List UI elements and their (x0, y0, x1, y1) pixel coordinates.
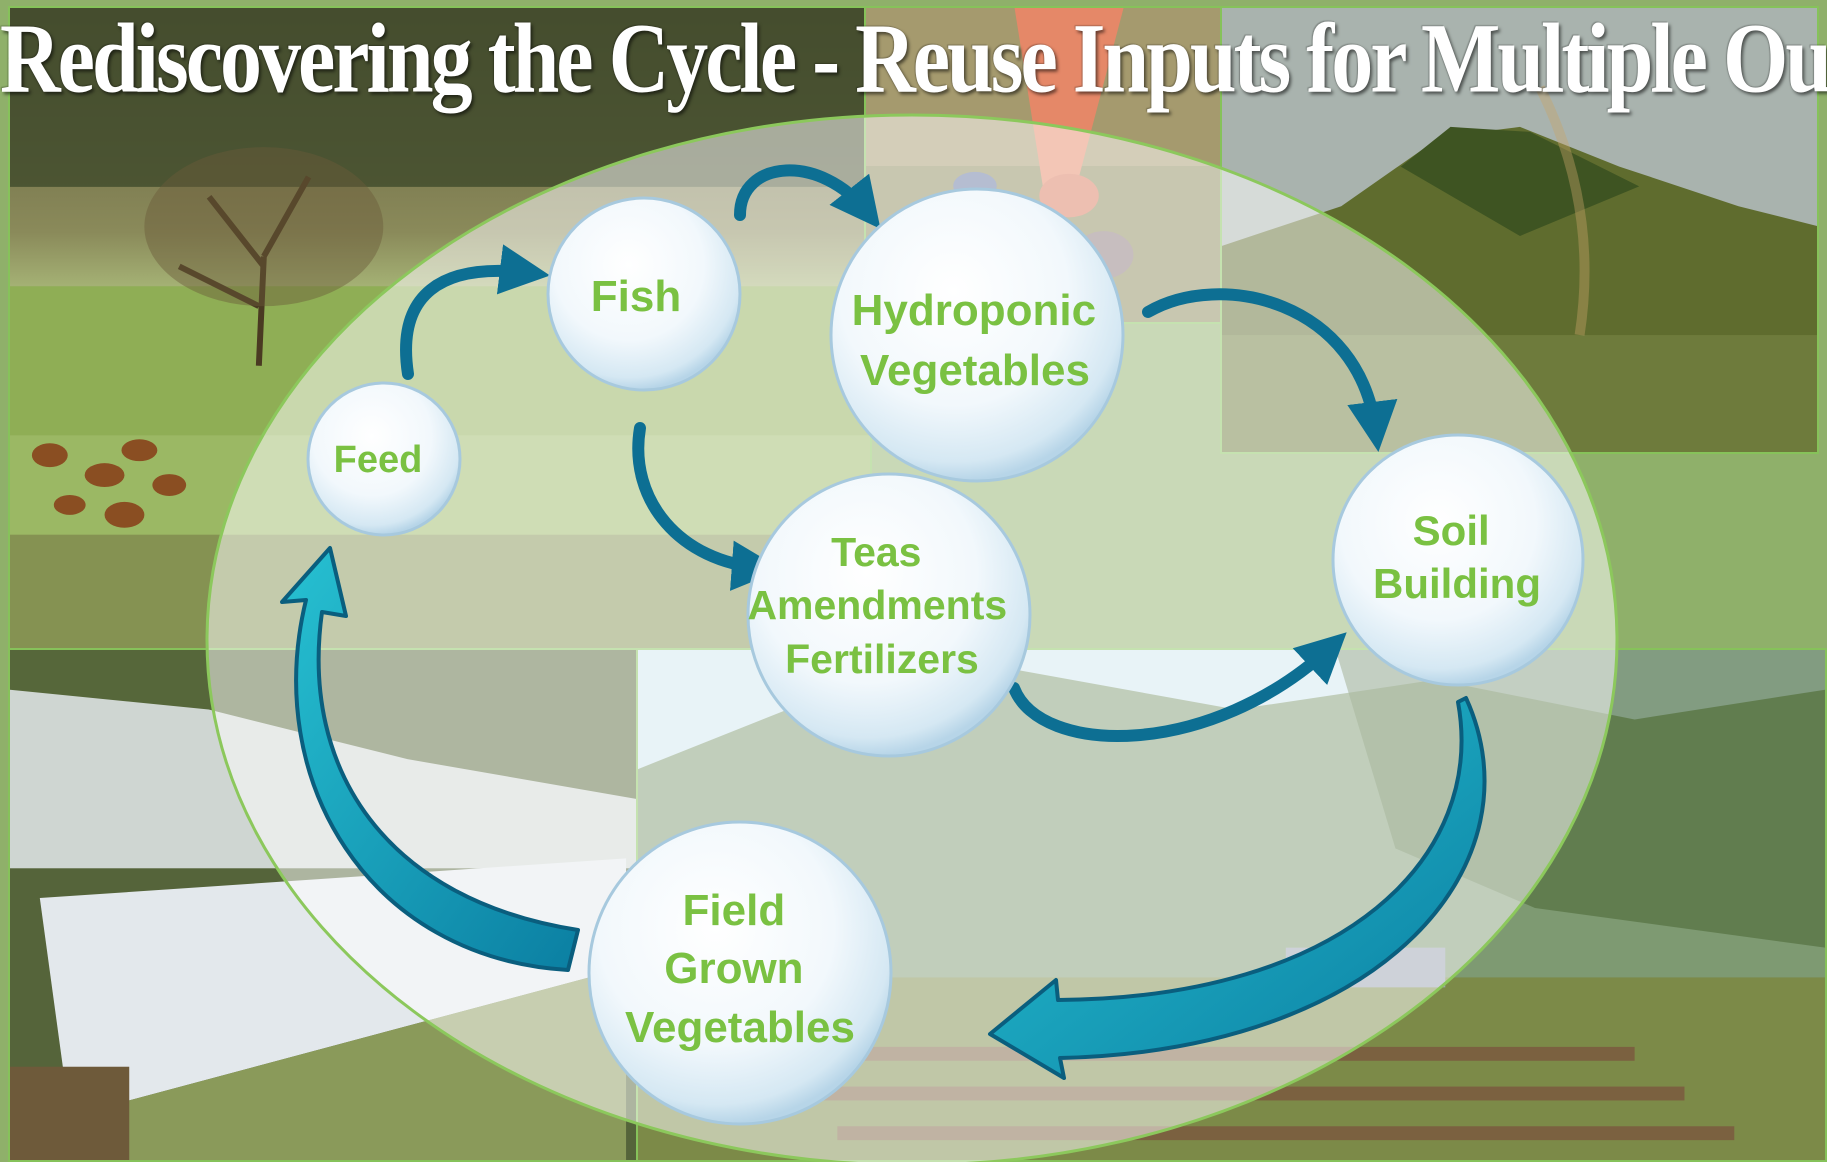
arrow-fish-to-teas (632, 422, 783, 591)
node-label: Field Grown Vegetables (625, 886, 855, 1052)
node-label: Teas Amendments Fertilizers (747, 529, 1018, 682)
node-label: Hydroponic Vegetables (852, 286, 1109, 395)
arrow-soil-to-field (988, 696, 1487, 1080)
node-field-grown-vegetables: Field Grown Vegetables (587, 820, 893, 1126)
node-fish: Fish (546, 196, 742, 392)
arrow-fish-to-hydroponic (734, 164, 881, 229)
node-feed: Feed (306, 381, 462, 537)
arrow-feed-to-fish (400, 244, 551, 380)
node-label: Feed (334, 439, 423, 481)
arrow-teas-to-soil (1008, 632, 1347, 742)
node-hydroponic-vegetables: Hydroponic Vegetables (829, 187, 1125, 483)
arrow-field-to-feed (280, 546, 580, 972)
node-teas-amendments-fertilizers: Teas Amendments Fertilizers (746, 472, 1032, 758)
node-label: Fish (591, 272, 681, 321)
arrow-hydroponic-to-soil (1142, 288, 1398, 453)
node-label: Soil Building (1373, 507, 1541, 607)
slide-title: Rediscovering the Cycle - Reuse Inputs f… (0, 4, 1827, 115)
node-soil-building: Soil Building (1331, 433, 1585, 687)
